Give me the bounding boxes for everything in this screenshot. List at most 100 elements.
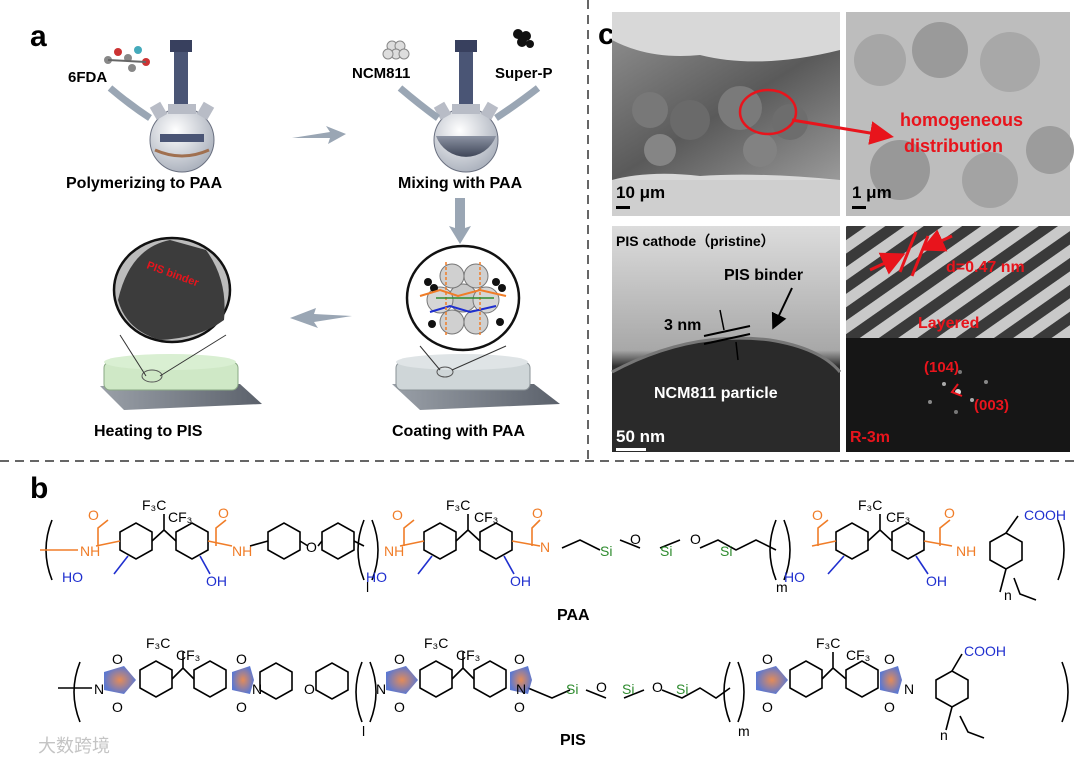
arrow-step1-to-step2 — [292, 126, 346, 144]
tem-zoom-circle — [112, 236, 232, 344]
flask-polymerizing — [149, 40, 215, 173]
svg-text:N: N — [540, 539, 550, 555]
svg-text:N: N — [252, 681, 262, 697]
svg-text:CF₃: CF₃ — [456, 647, 480, 663]
highlight-ellipse — [738, 88, 798, 136]
svg-text:F₃C: F₃C — [142, 497, 166, 513]
svg-text:HO: HO — [62, 569, 83, 585]
ncm811-particles-icon — [382, 40, 410, 60]
imide-rings — [104, 666, 902, 694]
arrow-superp — [494, 85, 541, 121]
svg-text:O: O — [112, 699, 123, 715]
svg-text:l: l — [366, 579, 369, 595]
thickness-label: 3 nm — [664, 317, 701, 334]
arrow-step3-to-step4 — [290, 308, 352, 328]
svg-text:n: n — [1004, 587, 1012, 603]
thickness-line-top — [703, 325, 751, 337]
svg-text:O: O — [532, 505, 543, 521]
svg-text:CF₃: CF₃ — [474, 509, 498, 525]
reagent-ncm811: NCM811 — [352, 65, 410, 82]
scale-bar-10um-line — [616, 206, 630, 209]
svg-text:O: O — [394, 699, 405, 715]
svg-text:O: O — [884, 651, 895, 667]
hkl-104: (104) — [924, 359, 959, 376]
svg-text:F₃C: F₃C — [858, 497, 882, 513]
svg-text:O: O — [812, 507, 823, 523]
svg-text:COOH: COOH — [964, 643, 1006, 659]
svg-text:n: n — [940, 727, 948, 743]
pis-binder-label: PIS binder — [724, 267, 803, 284]
svg-text:CF₃: CF₃ — [846, 647, 870, 663]
watermark: 大数跨境 — [38, 736, 110, 756]
svg-text:O: O — [514, 699, 525, 715]
svg-text:O: O — [394, 651, 405, 667]
zoom-line-left — [419, 345, 441, 371]
svg-text:CF₃: CF₃ — [168, 509, 192, 525]
svg-text:F₃C: F₃C — [424, 635, 448, 651]
thickness-arrow-top — [719, 309, 725, 331]
svg-text:HO: HO — [784, 569, 805, 585]
svg-text:COOH: COOH — [1024, 507, 1066, 523]
zoom-line-left-2 — [119, 334, 147, 377]
panel-label-a: a — [30, 20, 47, 53]
paa-labels: F₃C CF₃ NH O O NH HO OH O l F₃C CF₃ NH O… — [62, 497, 1066, 603]
lattice-image — [846, 226, 1070, 338]
svg-text:Si: Si — [600, 543, 612, 559]
svg-text:NH: NH — [384, 543, 404, 559]
svg-text:m: m — [776, 579, 788, 595]
svg-text:O: O — [944, 505, 955, 521]
scale-bar-1um: 1 μm — [852, 183, 892, 202]
thickness-line-bottom — [703, 333, 751, 345]
svg-text:O: O — [762, 651, 773, 667]
svg-text:N: N — [94, 681, 104, 697]
coating-electrode — [392, 354, 560, 410]
sem-image-high-mag — [846, 12, 1074, 216]
svg-text:O: O — [218, 505, 229, 521]
arrow-ncm811 — [397, 85, 441, 121]
svg-text:NH: NH — [80, 543, 100, 559]
thickness-arrow-bottom — [735, 341, 739, 361]
homogeneous-label: homogeneous — [900, 110, 1023, 130]
sem-image-low-mag — [612, 12, 840, 216]
arrow-6fda — [107, 85, 152, 121]
svg-text:Si: Si — [660, 543, 672, 559]
hkl-003: (003) — [974, 397, 1009, 414]
svg-text:O: O — [236, 651, 247, 667]
svg-text:F₃C: F₃C — [816, 635, 840, 651]
arrow-step2-to-step3 — [449, 198, 471, 244]
layered-label: Layered — [918, 315, 979, 332]
paa-structure — [40, 514, 1065, 601]
svg-text:CF₃: CF₃ — [886, 509, 910, 525]
svg-text:O: O — [690, 531, 701, 547]
fft-angle-marker — [950, 383, 963, 397]
molecule-6fda-icon — [104, 46, 150, 72]
svg-text:Si: Si — [676, 681, 688, 697]
svg-text:NH: NH — [956, 543, 976, 559]
tem-image — [611, 226, 842, 452]
step-coating: Coating with PAA — [392, 423, 525, 440]
pis-labels: F₃C CF₃ N O O O O N O l F₃C CF₃ N O O O … — [94, 635, 1006, 743]
svg-text:NH: NH — [232, 543, 252, 559]
svg-text:CF₃: CF₃ — [176, 647, 200, 663]
slurry-zoom-circle — [405, 244, 521, 352]
scale-bar-10um: 10 μm — [616, 183, 665, 202]
svg-text:Si: Si — [566, 681, 578, 697]
step-heating: Heating to PIS — [94, 423, 203, 440]
flask-mixing — [433, 40, 499, 173]
panel-label-b: b — [30, 472, 48, 505]
svg-text:OH: OH — [510, 573, 531, 589]
step-polymerizing: Polymerizing to PAA — [66, 175, 223, 192]
scale-bar-50nm: 50 nm — [616, 427, 665, 446]
svg-text:O: O — [884, 699, 895, 715]
svg-text:OH: OH — [206, 573, 227, 589]
step-mixing: Mixing with PAA — [398, 175, 523, 192]
svg-text:N: N — [516, 681, 526, 697]
svg-text:F₃C: F₃C — [146, 635, 170, 651]
svg-text:Si: Si — [622, 681, 634, 697]
space-group-label: R-3m — [850, 429, 890, 446]
reagent-superp: Super-P — [495, 65, 553, 82]
svg-text:O: O — [236, 699, 247, 715]
panel-label-c: c — [598, 18, 615, 51]
svg-text:O: O — [514, 651, 525, 667]
